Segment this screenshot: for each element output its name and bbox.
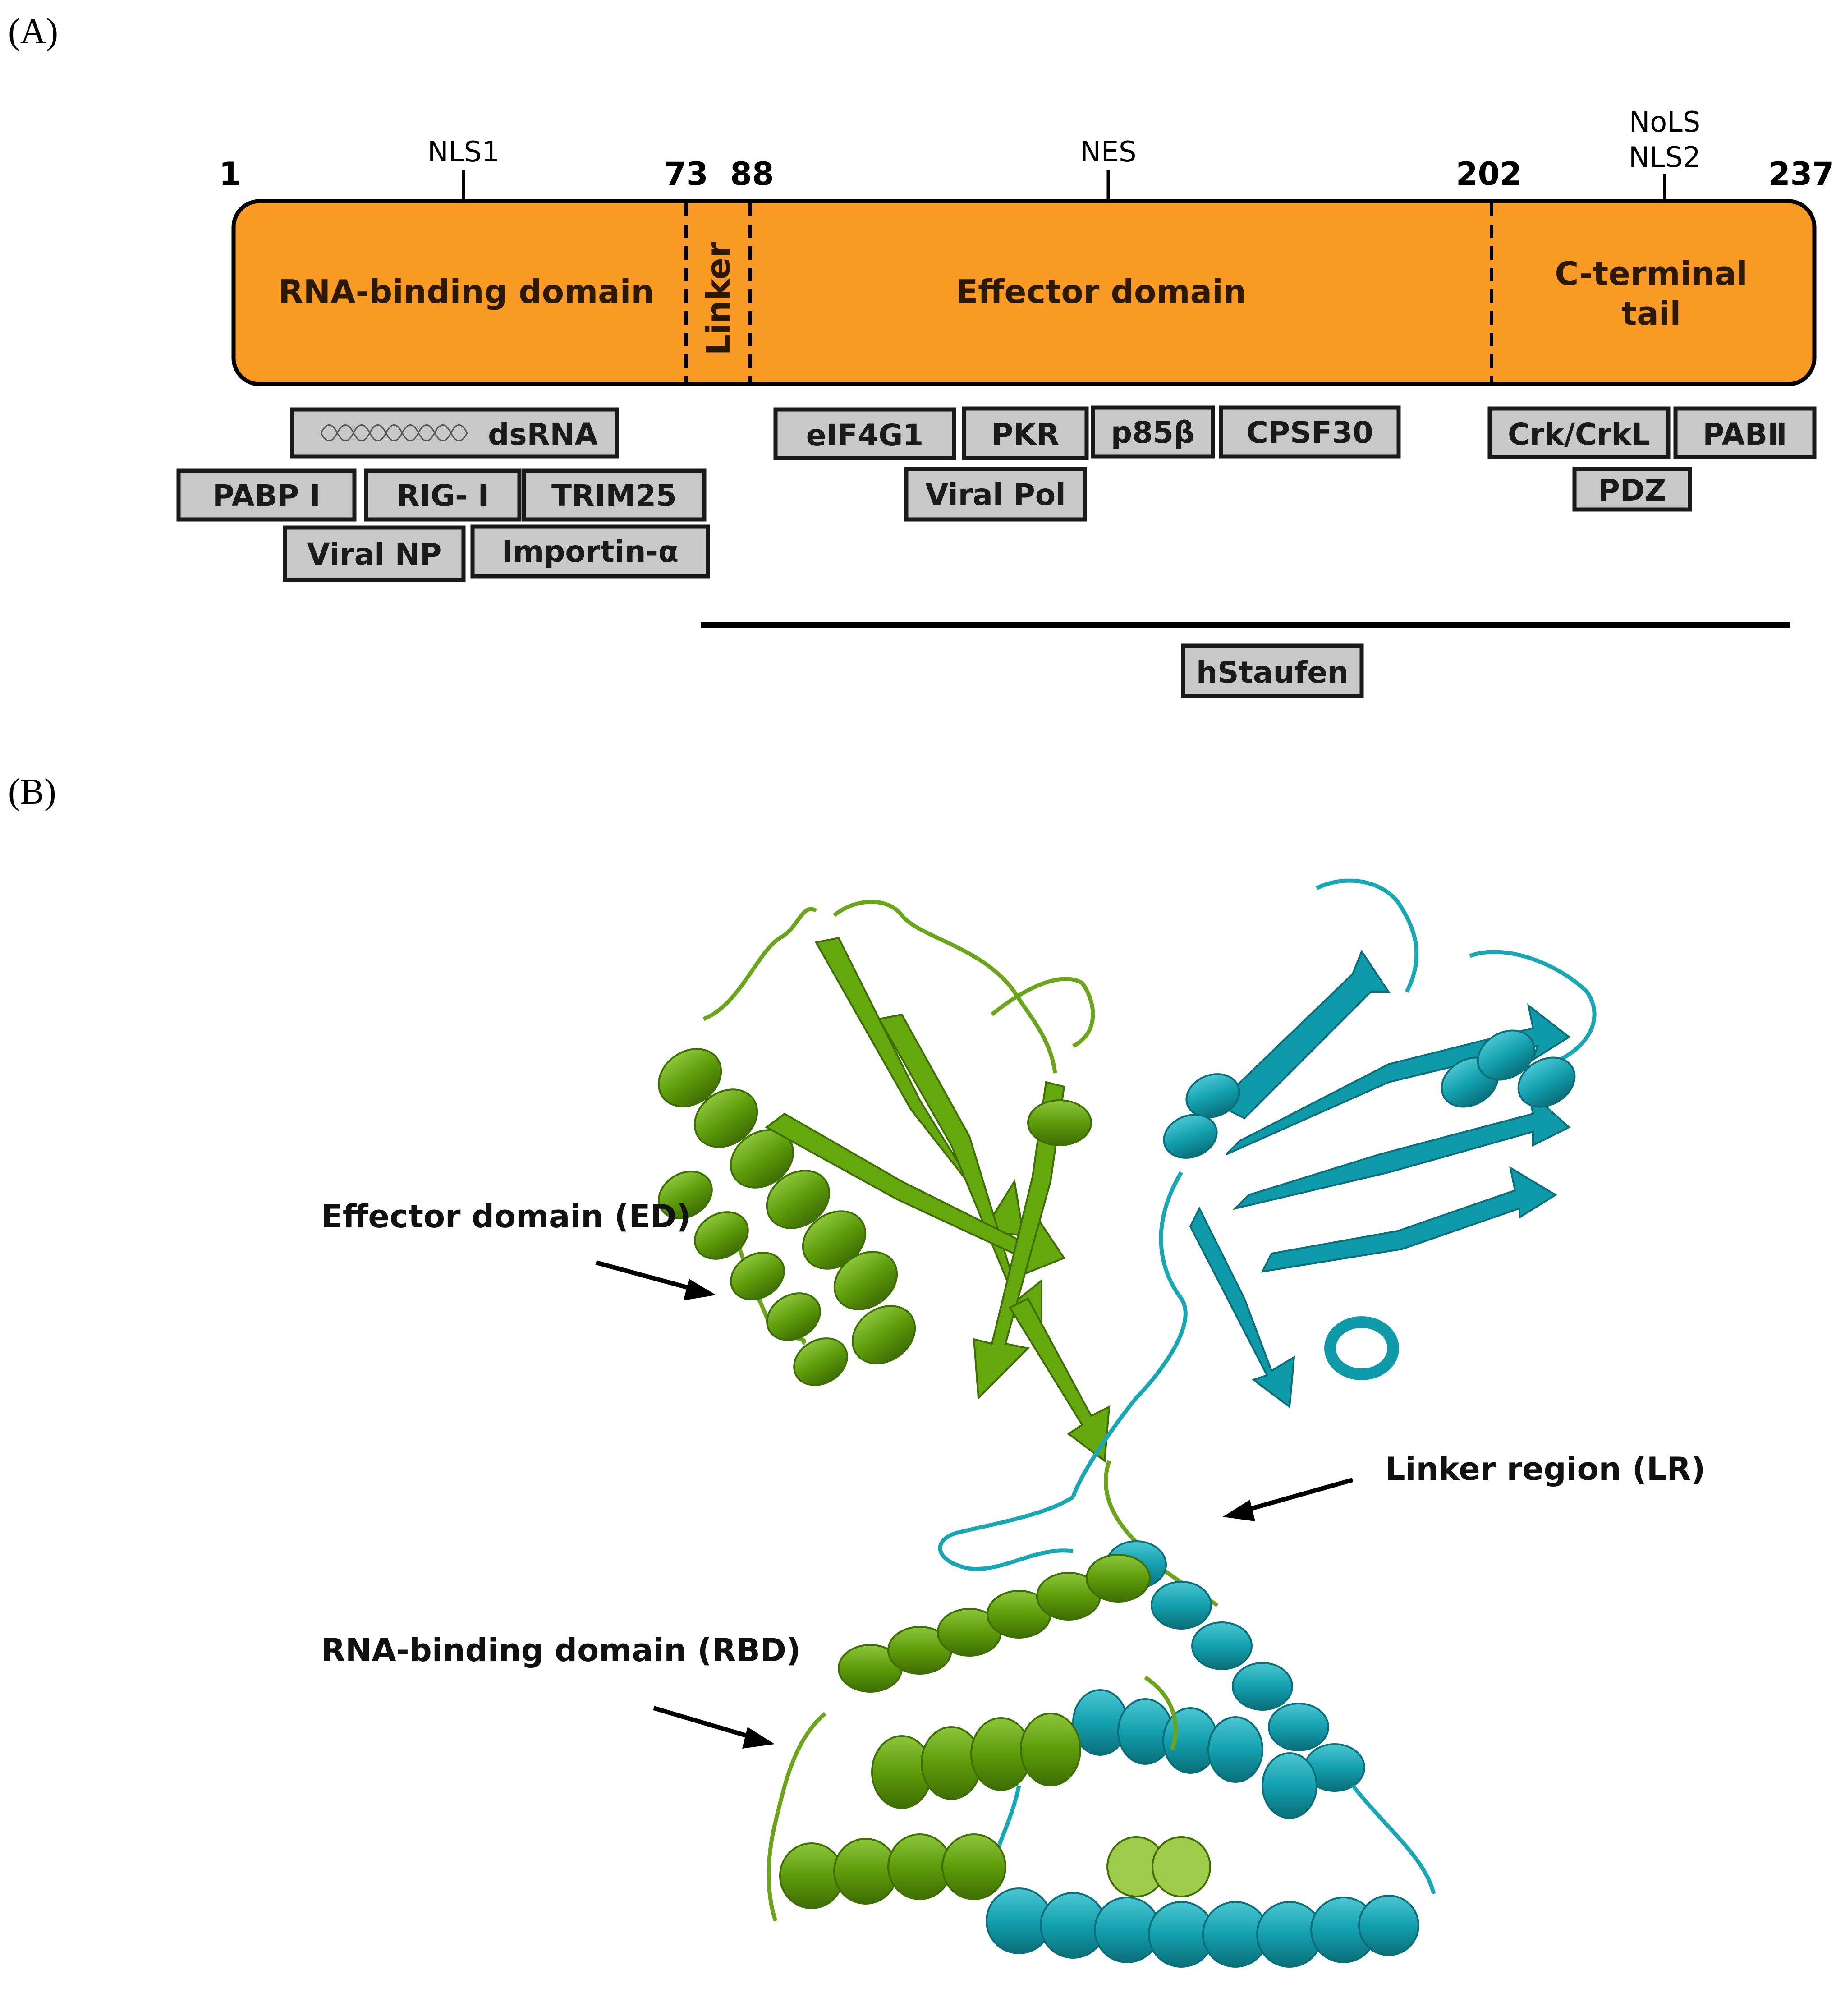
partner-importin-alpha: Importin-α <box>470 524 710 579</box>
cpsf30-label: CPSF30 <box>1246 415 1373 450</box>
nes-label: NES <box>1080 135 1137 168</box>
rbd-arrow <box>653 1706 775 1749</box>
pab2-label: PABⅡ <box>1703 417 1787 452</box>
nls2-label: NLS2 <box>1629 141 1701 174</box>
position-73-label: 73 <box>664 156 708 193</box>
lr-arrow <box>1223 1478 1354 1521</box>
partner-eif4g1: eIF4G1 <box>773 407 956 460</box>
partner-p85beta: p85β <box>1091 405 1215 459</box>
panel-a-label: (A) <box>8 12 58 51</box>
nols-label: NoLS <box>1629 106 1700 138</box>
green-rbd-loop <box>767 1712 826 1922</box>
position-88-label: 88 <box>730 156 774 193</box>
teal-chain-effector-domain <box>1071 878 1597 1498</box>
pkr-label: PKR <box>991 417 1059 452</box>
green-chain-effector-domain <box>657 900 1111 1463</box>
partner-crk-crkl: Crk/CrkL <box>1487 406 1671 459</box>
importin-alpha-label: Importin-α <box>502 534 679 569</box>
panel-b-label: (B) <box>8 772 56 812</box>
eif4g1-label: eIF4G1 <box>806 418 923 453</box>
partner-viral-np: Viral NP <box>283 525 466 582</box>
position-202-label: 202 <box>1456 156 1522 193</box>
protein-structure-dimer <box>657 878 1597 1968</box>
teal-linker-loop <box>938 1495 1074 1571</box>
p85beta-label: p85β <box>1111 415 1195 450</box>
partner-pkr: PKR <box>962 406 1089 460</box>
linker-region-lr-label: Linker region (LR) <box>1385 1451 1705 1488</box>
partner-pab2: PABⅡ <box>1673 406 1817 459</box>
dsrna-label: dsRNA <box>488 417 598 452</box>
partner-hstaufen: hStaufen <box>1181 643 1364 698</box>
partner-cpsf30: CPSF30 <box>1219 405 1401 459</box>
teal-chain-rna-binding-domain <box>986 1540 1419 1968</box>
trim25-label: TRIM25 <box>551 478 677 513</box>
partner-trim25: TRIM25 <box>522 468 707 522</box>
partner-pabp1: PABP I <box>176 468 357 522</box>
position-237-label: 237 <box>1768 156 1834 193</box>
linker-label: Linker <box>699 241 737 355</box>
partner-viral-pol: Viral Pol <box>904 467 1087 522</box>
hstaufen-label: hStaufen <box>1196 655 1349 690</box>
partner-dsrna: dsRNA <box>290 407 619 459</box>
position-1-label: 1 <box>219 156 241 193</box>
pabp1-label: PABP I <box>212 478 321 513</box>
green-rbd-loop-2 <box>1144 1676 1178 1750</box>
partner-pdz: PDZ <box>1572 467 1692 512</box>
dsrna-helix-icon <box>320 424 468 441</box>
c-terminal-tail-label-line1: C-terminal <box>1555 255 1747 293</box>
domain-bar <box>231 199 1817 386</box>
viral-pol-label: Viral Pol <box>925 478 1066 512</box>
viral-np-label: Viral NP <box>307 537 442 572</box>
teal-rbd-loop <box>1351 1784 1436 1895</box>
rig-i-label: RIG- I <box>397 478 489 513</box>
c-terminal-tail-label-line2: tail <box>1621 294 1681 332</box>
rna-binding-domain-rbd-label: RNA-binding domain (RBD) <box>321 1632 801 1669</box>
effector-domain-ed-label: Effector domain (ED) <box>321 1198 691 1235</box>
effector-domain-label: Effector domain <box>956 273 1246 311</box>
ed-arrow <box>595 1260 716 1300</box>
rna-binding-domain-label: RNA-binding domain <box>278 273 654 311</box>
crk-crkl-label: Crk/CrkL <box>1508 417 1650 452</box>
green-chain-rna-binding-domain <box>779 1554 1211 1909</box>
pdz-label: PDZ <box>1598 473 1666 508</box>
nls1-label: NLS1 <box>427 135 500 168</box>
partner-rig-i: RIG- I <box>364 468 522 522</box>
